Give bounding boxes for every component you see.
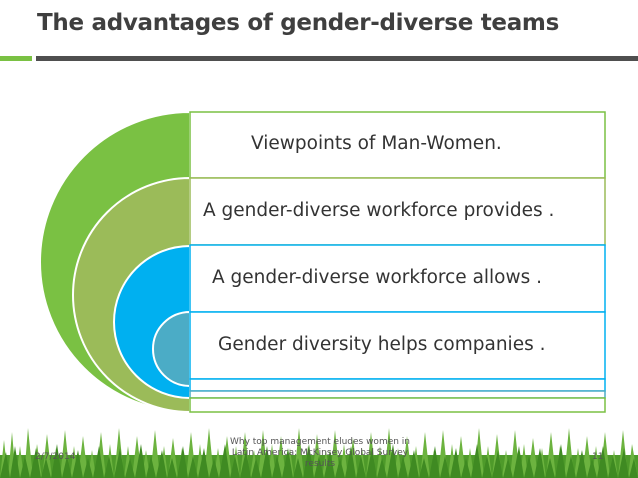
title-accent-bar xyxy=(0,56,32,61)
footer-source: Why top management eludes women in Latin… xyxy=(229,437,411,469)
row-box-3 xyxy=(189,244,606,313)
slide-title: The advantages of gender-diverse teams xyxy=(37,10,559,36)
band-cyan-2 xyxy=(189,390,606,399)
row-box-1 xyxy=(189,111,606,179)
title-underline-bar xyxy=(36,56,638,61)
footer-page-number: 11 xyxy=(592,452,604,462)
row-text-2: A gender-diverse workforce provides . xyxy=(203,200,555,221)
row-text-4: Gender diversity helps companies . xyxy=(218,334,546,355)
row-text-1: Viewpoints of Man-Women. xyxy=(251,133,502,154)
band-green xyxy=(189,397,606,413)
arc-level-4 xyxy=(152,310,191,388)
band-cyan-1 xyxy=(189,378,606,392)
footer-date: 2/7/2014 xyxy=(35,452,76,462)
grass-decoration xyxy=(0,428,638,478)
row-text-3: A gender-diverse workforce allows . xyxy=(212,267,543,288)
row-box-4 xyxy=(189,311,606,380)
